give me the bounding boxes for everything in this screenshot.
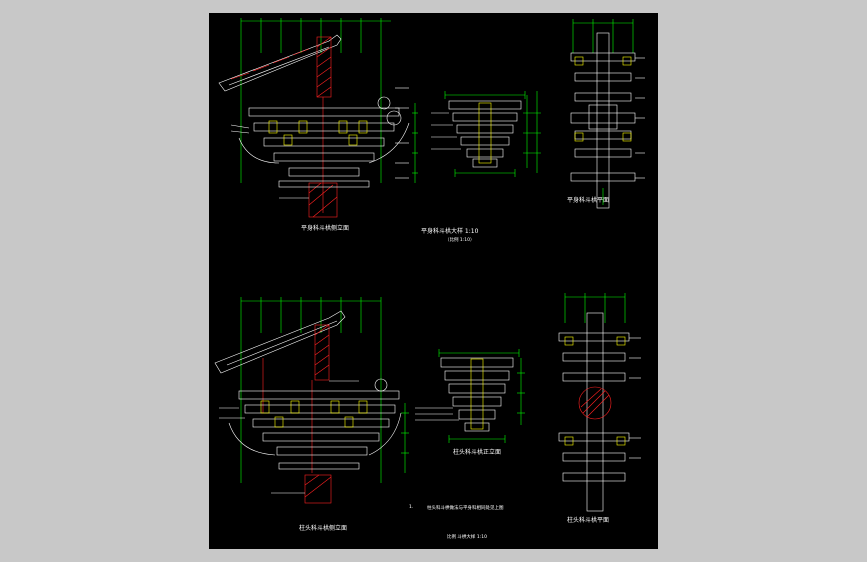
bottom-side-elevation (214, 297, 409, 504)
bottom-left-title: 柱头科斗栱侧立面 (299, 525, 348, 532)
bottom-plan (558, 293, 641, 512)
top-plan (570, 19, 645, 209)
drawing-canvas: 平身科斗栱侧立面 平身科斗栱大样 1:10 （比例 1:10） 平身科斗栱平面 … (209, 13, 658, 549)
cad-drawing (214, 18, 645, 512)
top-right-title: 平身科斗栱平面 (567, 197, 610, 204)
top-side-elevation (218, 18, 418, 218)
top-mid-subtitle: （比例 1:10） (445, 238, 475, 243)
bottom-mid-title: 柱头科斗栱正立面 (453, 449, 502, 456)
bottom-note: 柱头科斗栱做法与平身科相同处见上图 (427, 506, 504, 511)
top-front-elevation (431, 91, 541, 177)
bottom-scale-note: 比例 斗栱大样 1:10 (447, 535, 487, 540)
top-left-title: 平身科斗栱侧立面 (301, 225, 350, 232)
bottom-right-title: 柱头科斗栱平面 (567, 517, 610, 524)
top-mid-title: 平身科斗栱大样 1:10 (421, 228, 479, 235)
bottom-note-number: 1. (409, 505, 414, 510)
bottom-front-elevation (415, 349, 525, 443)
